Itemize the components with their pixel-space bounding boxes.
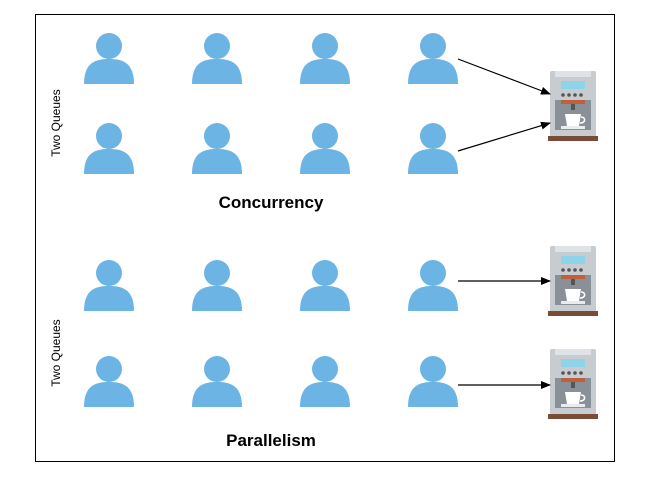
person-icon: [192, 260, 242, 311]
person-icon: [84, 356, 134, 407]
person-icon: [300, 123, 350, 174]
coffee-machine-icon: [547, 348, 599, 420]
person-icon: [300, 33, 350, 84]
person-icon: [192, 33, 242, 84]
people-layer: [84, 33, 458, 407]
person-icon: [84, 33, 134, 84]
person-icon: [84, 260, 134, 311]
person-icon: [408, 356, 458, 407]
coffee-machine-icon: [547, 245, 599, 317]
person-icon: [408, 260, 458, 311]
parallelism-caption: Parallelism: [226, 431, 316, 450]
person-icon: [192, 356, 242, 407]
machines-layer: [547, 70, 599, 420]
diagram-frame: [35, 14, 615, 462]
person-icon: [408, 33, 458, 84]
person-icon: [300, 356, 350, 407]
coffee-machine-icon: [547, 70, 599, 142]
person-icon: [84, 123, 134, 174]
queue-arrow: [457, 121, 551, 152]
concurrency-queue-label: Two Queues: [49, 89, 63, 157]
concurrency-caption: Concurrency: [218, 193, 324, 212]
queue-arrow: [457, 58, 551, 95]
person-icon: [300, 260, 350, 311]
person-icon: [192, 123, 242, 174]
parallelism-queue-label: Two Queues: [49, 319, 63, 387]
person-icon: [408, 123, 458, 174]
arrows-layer: [457, 58, 551, 389]
